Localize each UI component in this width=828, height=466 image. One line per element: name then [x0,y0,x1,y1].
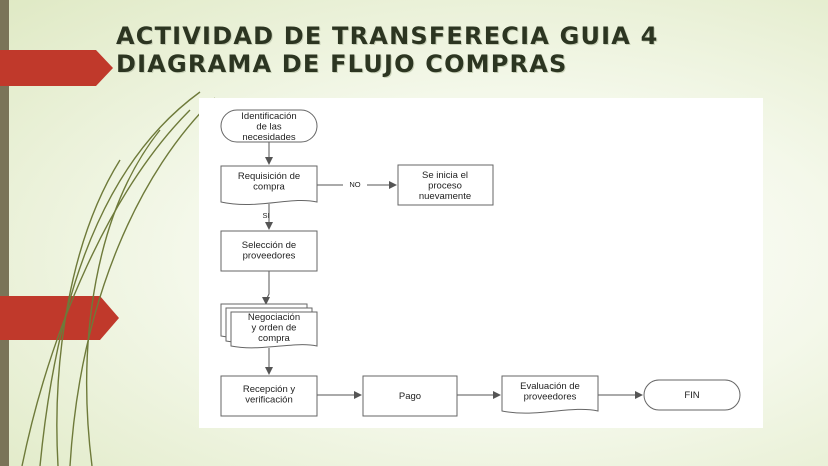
no-label-backdrop [343,179,367,190]
node-text-line: nuevamente [419,191,471,202]
left-side-bar [0,0,9,466]
node-text-pago: Pago [399,391,421,402]
node-text-line: proveedores [524,392,577,403]
edge-label-si: SI [262,211,269,220]
node-text-line: y orden de [252,323,297,334]
node-text-line: verificación [245,395,293,406]
node-text-line: proveedores [243,251,296,262]
node-shape-process [220,375,318,417]
node-text-line: compra [258,333,290,344]
node-text-line: proceso [428,181,462,192]
node-text-line: de las [256,122,282,133]
title-arrow-ribbon [0,50,113,86]
node-shape-terminator [220,109,318,143]
node-text-line: necesidades [242,132,296,143]
node-shape-multidoc-front [230,311,318,349]
node-text-line: FIN [684,390,699,401]
node-fin: FIN [643,379,741,411]
node-text-line: compra [253,182,285,193]
node-shape-process [362,375,458,417]
node-text-line: Se inicia el [422,170,468,181]
node-shape-process [220,230,318,272]
edge-seleccion-negociacion [262,271,270,305]
node-pago: Pago [362,375,458,417]
node-text-line: Evaluación de [520,381,580,392]
node-shape-document [220,165,318,205]
node-text-line: Requisición de [238,171,300,182]
node-text-line: Selección de [242,240,296,251]
vine-lines [21,91,216,466]
node-text-line: Recepción y [243,384,296,395]
node-text-line: Pago [399,391,421,402]
slide-title: ACTIVIDAD DE TRANSFERECIA GUIA 4 DIAGRAM… [116,22,659,78]
node-shape-document [501,375,599,414]
node-text-fin: FIN [684,390,699,401]
edge-label-no: NO [349,180,360,189]
node-text-line: Negociación [248,312,300,323]
node-shape-terminator [643,379,741,411]
node-shape-process [397,164,494,206]
node-text-line: Identificación [241,111,296,122]
